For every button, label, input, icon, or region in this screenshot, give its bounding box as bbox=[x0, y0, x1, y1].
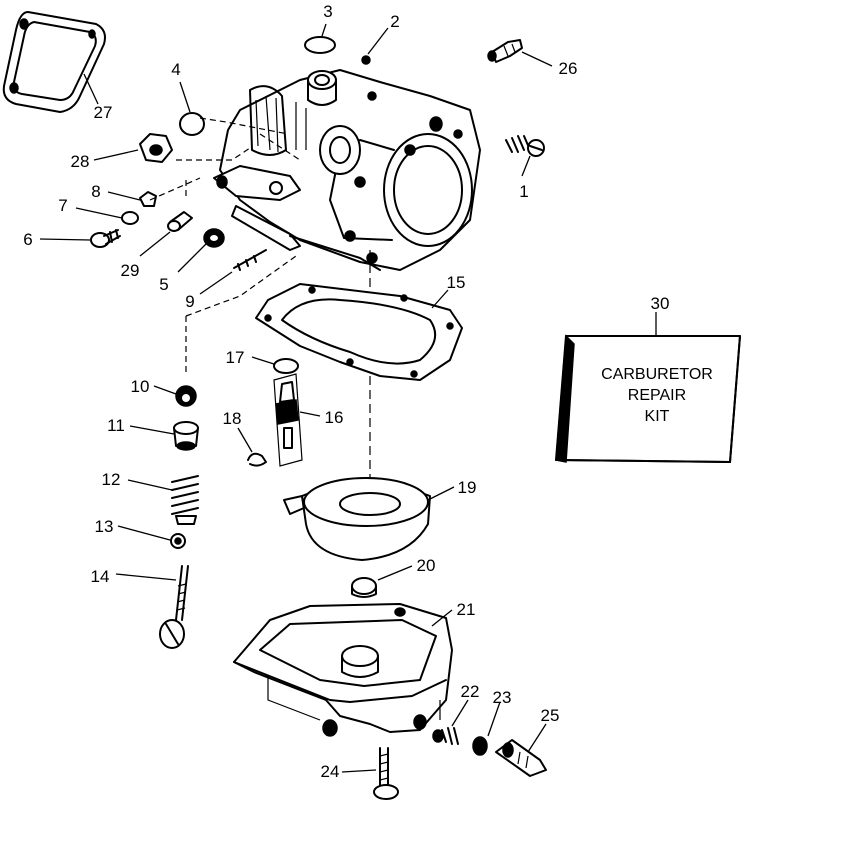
callout-25: 25 bbox=[541, 706, 560, 725]
callout-13: 13 bbox=[95, 517, 114, 536]
part-1-screw bbox=[505, 135, 545, 157]
callout-22: 22 bbox=[461, 682, 480, 701]
part-30-repair-kit-box: CARBURETOR REPAIR KIT bbox=[555, 334, 741, 463]
callout-19: 19 bbox=[458, 478, 477, 497]
callout-9: 9 bbox=[185, 292, 194, 311]
callout-20: 20 bbox=[417, 556, 436, 575]
part-15-gasket bbox=[255, 283, 463, 381]
part-2-ball bbox=[361, 55, 371, 65]
part-26-fitting bbox=[487, 39, 523, 63]
callout-3: 3 bbox=[323, 2, 332, 21]
part-11-seat bbox=[173, 421, 199, 451]
callout-26: 26 bbox=[559, 59, 578, 78]
part-3-plug bbox=[304, 36, 336, 54]
part-5-seal bbox=[203, 228, 225, 248]
part-12-spring bbox=[171, 475, 199, 525]
part-9-screw bbox=[233, 249, 267, 271]
callout-10: 10 bbox=[131, 377, 150, 396]
kit-label-line2: REPAIR bbox=[628, 387, 686, 404]
part-8-washer bbox=[139, 191, 157, 207]
callout-5: 5 bbox=[159, 275, 168, 294]
callout-6: 6 bbox=[23, 230, 32, 249]
callout-12: 12 bbox=[102, 470, 121, 489]
callout-27: 27 bbox=[94, 103, 113, 122]
kit-label-line1: CARBURETOR bbox=[601, 366, 713, 383]
part-21-float-bowl bbox=[233, 603, 453, 737]
callout-4: 4 bbox=[171, 60, 180, 79]
callout-11: 11 bbox=[107, 416, 125, 435]
part-18-clip bbox=[247, 452, 267, 467]
part-24-screw bbox=[373, 747, 399, 800]
part-23-washer bbox=[472, 736, 488, 756]
callout-23: 23 bbox=[493, 688, 512, 707]
callout-2: 2 bbox=[390, 12, 399, 31]
callout-29: 29 bbox=[121, 261, 140, 280]
part-6-screw bbox=[90, 229, 121, 248]
callout-28: 28 bbox=[71, 152, 90, 171]
part-27-gasket bbox=[2, 11, 106, 113]
callout-18: 18 bbox=[223, 409, 242, 428]
callout-8: 8 bbox=[91, 182, 100, 201]
part-25-fitting bbox=[495, 739, 547, 777]
callout-15: 15 bbox=[447, 273, 466, 292]
callout-17: 17 bbox=[226, 348, 245, 367]
part-28-nut bbox=[139, 133, 173, 163]
part-7-washer bbox=[121, 211, 139, 225]
callout-21: 21 bbox=[457, 600, 476, 619]
part-17-oring bbox=[273, 358, 299, 374]
callout-numbers: 1 2 3 4 5 6 7 8 9 10 11 12 13 14 15 16 1… bbox=[23, 2, 669, 781]
part-4-cap bbox=[179, 112, 205, 136]
carburetor-body bbox=[213, 69, 481, 271]
part-16-needle-valve bbox=[273, 373, 303, 467]
callout-7: 7 bbox=[58, 196, 67, 215]
callout-16: 16 bbox=[325, 408, 344, 427]
part-22-spring bbox=[432, 727, 459, 745]
part-19-float bbox=[283, 477, 431, 561]
callout-30: 30 bbox=[651, 294, 670, 313]
part-20-float-pin bbox=[351, 577, 377, 598]
part-10-nut bbox=[175, 385, 197, 407]
kit-label-line3: KIT bbox=[645, 408, 670, 425]
callout-1: 1 bbox=[519, 182, 528, 201]
leader-lines bbox=[39, 23, 657, 773]
alignment-lines bbox=[149, 117, 371, 500]
part-14-needle bbox=[159, 565, 189, 649]
callout-14: 14 bbox=[91, 567, 110, 586]
part-13-washer bbox=[170, 533, 186, 549]
callout-24: 24 bbox=[321, 762, 340, 781]
part-29-fitting bbox=[167, 211, 193, 232]
